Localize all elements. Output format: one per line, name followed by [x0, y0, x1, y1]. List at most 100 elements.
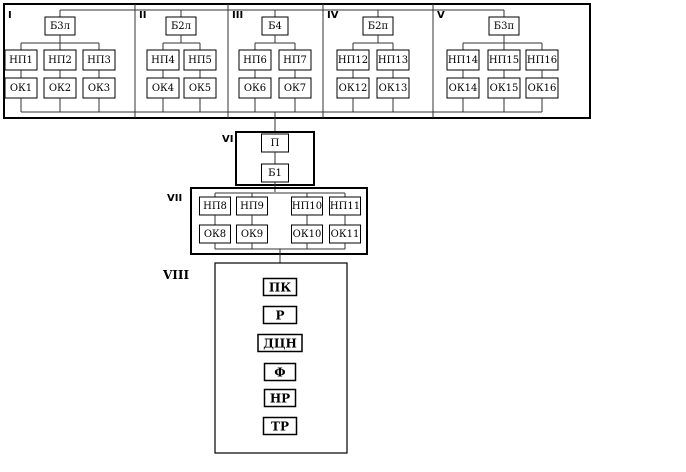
section-label-VIII: VIII: [162, 268, 190, 282]
viii-node-2-label: ДЦН: [263, 337, 297, 351]
viii-node-3: Ф: [263, 362, 297, 382]
node-P-label: П: [271, 138, 280, 149]
node-B1-label: Б1: [268, 168, 282, 179]
section-label-III: III: [232, 10, 243, 21]
np-node-НП16-label: НП16: [527, 55, 557, 66]
np-node-НП7-label: НП7: [283, 55, 307, 66]
ok-node-ОК3: ОК3: [82, 77, 116, 99]
np-node-НП1: НП1: [4, 49, 38, 71]
section-label-I: I: [8, 10, 12, 21]
ok-node-ОК11-label: ОК11: [331, 229, 360, 240]
ok-node-ОК5: ОК5: [183, 77, 217, 99]
np-node-НП5-label: НП5: [188, 55, 212, 66]
viii-node-5-box: [262, 416, 298, 436]
ok-node-ОК4: ОК4: [146, 77, 180, 99]
ok-node-ОК11: ОК11: [329, 224, 361, 244]
np-node-НП5: НП5: [183, 49, 217, 71]
np-node-НП12-label: НП12: [338, 55, 368, 66]
viii-node-0: ПК: [262, 277, 298, 297]
viii-node-4-box: [263, 388, 297, 408]
viii-node-0-label: ПК: [269, 281, 291, 295]
ok-node-ОК5-label: ОК5: [189, 83, 211, 94]
ok-node-ОК10-label: ОК10: [293, 229, 322, 240]
section-viii-frame: [214, 262, 348, 454]
np-node-НП2-label: НП2: [48, 55, 72, 66]
viii-node-0-box: [262, 277, 298, 297]
ok-node-ОК4-label: ОК4: [152, 83, 174, 94]
ok-node-ОК13-label: ОК13: [379, 83, 408, 94]
ok-node-ОК6: ОК6: [238, 77, 272, 99]
head-node-IV-label: Б2п: [368, 21, 389, 32]
ok-node-ОК14: ОК14: [446, 77, 480, 99]
ok-node-ОК15: ОК15: [487, 77, 521, 99]
head-node-I-label: Б3л: [50, 21, 70, 32]
np-node-НП1-label: НП1: [9, 55, 33, 66]
np-node-НП16: НП16: [525, 49, 559, 71]
np-node-НП11: НП11: [329, 196, 361, 216]
np-node-НП8-label: НП8: [203, 201, 227, 212]
ok-node-ОК16-label: ОК16: [528, 83, 557, 94]
np-node-НП10-label: НП10: [292, 201, 322, 212]
ok-node-ОК2-label: ОК2: [49, 83, 71, 94]
head-node-II-label: Б2л: [171, 21, 191, 32]
section-label-VII: VII: [167, 193, 182, 204]
ok-node-ОК7-label: ОК7: [284, 83, 306, 94]
ok-node-ОК12-label: ОК12: [339, 83, 368, 94]
section-label-V: V: [437, 10, 445, 21]
np-node-НП11-label: НП11: [330, 201, 360, 212]
np-node-НП6: НП6: [238, 49, 272, 71]
ok-node-ОК1-label: ОК1: [10, 83, 32, 94]
top-sections-frame: [3, 3, 591, 119]
ok-node-ОК8: ОК8: [199, 224, 231, 244]
np-node-НП6-label: НП6: [243, 55, 267, 66]
np-node-НП15: НП15: [487, 49, 521, 71]
ok-node-ОК13: ОК13: [376, 77, 410, 99]
ok-node-ОК10: ОК10: [291, 224, 323, 244]
ok-node-ОК16: ОК16: [525, 77, 559, 99]
viii-node-2: ДЦН: [257, 333, 303, 353]
ok-node-ОК2: ОК2: [43, 77, 77, 99]
viii-node-1-box: [262, 305, 298, 325]
np-node-НП8: НП8: [199, 196, 231, 216]
np-node-НП13-label: НП13: [378, 55, 408, 66]
np-node-НП3-label: НП3: [87, 55, 111, 66]
ok-node-ОК9: ОК9: [236, 224, 268, 244]
node-P: П: [261, 133, 289, 153]
viii-node-4-label: НР: [270, 392, 290, 406]
viii-node-5: ТР: [262, 416, 298, 436]
viii-node-5-label: ТР: [271, 420, 289, 434]
section-label-VI: VI: [222, 134, 233, 145]
section-vii-frame: [190, 187, 368, 255]
ok-node-ОК9-label: ОК9: [241, 229, 263, 240]
np-node-НП10: НП10: [291, 196, 323, 216]
ok-node-ОК6-label: ОК6: [244, 83, 266, 94]
np-node-НП9: НП9: [236, 196, 268, 216]
section-label-II: II: [139, 10, 146, 21]
np-node-НП7: НП7: [278, 49, 312, 71]
viii-node-1-label: Р: [275, 309, 284, 323]
np-node-НП9-label: НП9: [240, 201, 264, 212]
ok-node-ОК3-label: ОК3: [88, 83, 110, 94]
viii-node-1: Р: [262, 305, 298, 325]
np-node-НП13: НП13: [376, 49, 410, 71]
np-node-НП2: НП2: [43, 49, 77, 71]
head-node-II: Б2л: [165, 16, 197, 36]
head-node-V: Б3п: [488, 16, 520, 36]
head-node-IV: Б2п: [362, 16, 394, 36]
np-node-НП14: НП14: [446, 49, 480, 71]
node-B1: Б1: [261, 163, 289, 183]
np-node-НП4: НП4: [146, 49, 180, 71]
np-node-НП3: НП3: [82, 49, 116, 71]
np-node-НП4-label: НП4: [151, 55, 175, 66]
ok-node-ОК7: ОК7: [278, 77, 312, 99]
viii-node-4: НР: [263, 388, 297, 408]
np-node-НП14-label: НП14: [448, 55, 478, 66]
head-node-III-label: Б4: [268, 21, 282, 32]
head-node-III: Б4: [261, 16, 289, 36]
viii-node-3-label: Ф: [274, 366, 285, 380]
ok-node-ОК15-label: ОК15: [490, 83, 519, 94]
head-node-I: Б3л: [44, 16, 76, 36]
head-node-V-label: Б3п: [494, 21, 515, 32]
viii-node-2-box: [257, 333, 303, 353]
